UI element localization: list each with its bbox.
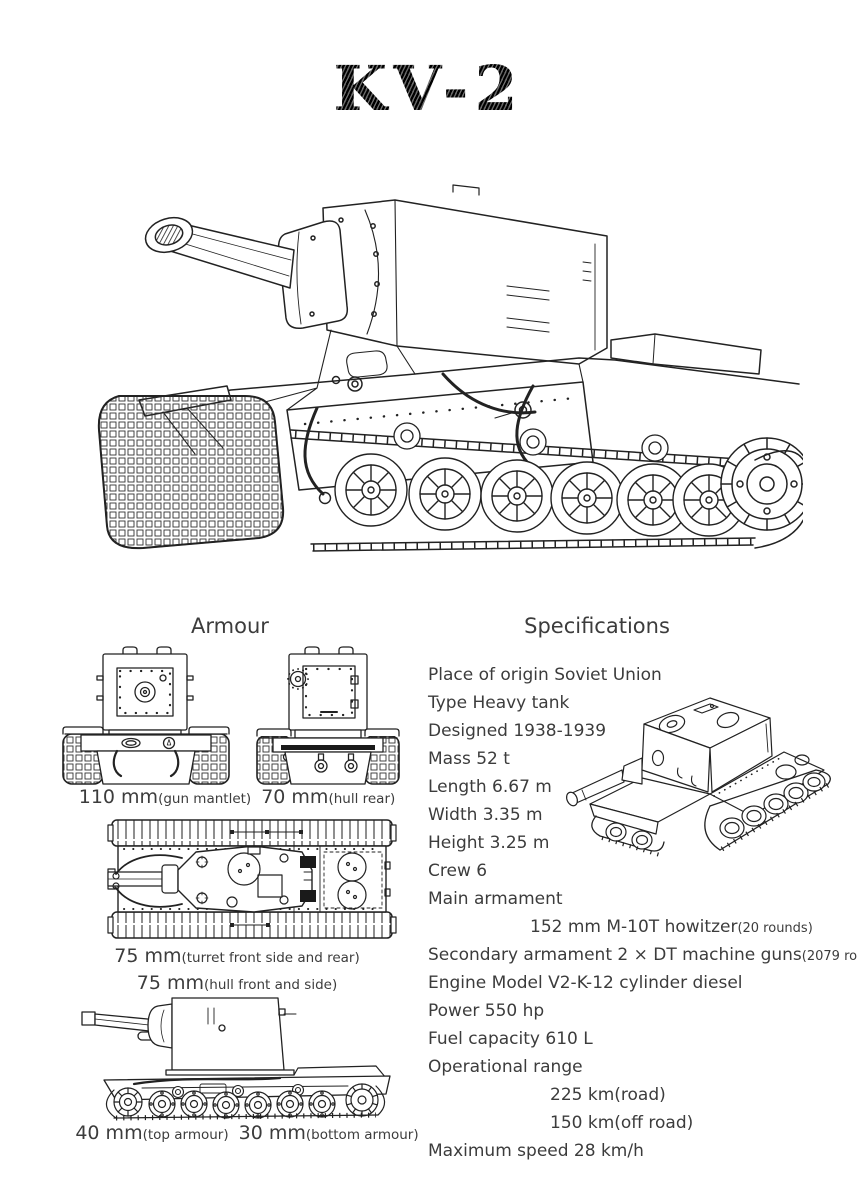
spec-text: Designed 1938-1939 — [428, 721, 607, 741]
spec-text: Fuel capacity 610 L — [428, 1029, 593, 1049]
isometric-view-drawing — [566, 697, 831, 857]
spec-text: Power 550 hp — [428, 1001, 545, 1021]
armour-caption-bottom-armour: 30 mm(bottom armour) — [238, 1122, 419, 1144]
spec-item-secondary-armament: Secondary armament 2 × DT machine guns(2… — [428, 942, 857, 970]
armour-caption-side-view: 40 mm(top armour) 30 mm(bottom armour) — [37, 1122, 457, 1144]
armour-caption-turret: 75 mm(turret front side and rear) — [57, 944, 417, 971]
spec-text: Height 3.25 m — [428, 833, 550, 853]
spec-text: 152 mm M-10T howitzer — [530, 917, 738, 937]
spec-text: 225 km(road) — [550, 1085, 666, 1105]
armour-caption-hull-rear: 70 mm(hull rear) — [261, 786, 396, 808]
spec-item-type: Type Heavy tank — [428, 690, 857, 718]
armour-caption-top-view: 75 mm(turret front side and rear) 75 mm(… — [57, 944, 417, 998]
spec-item-designed: Designed 1938-1939 — [428, 718, 857, 746]
spec-note: (2079 rounds) — [801, 949, 857, 964]
spec-item-howitzer: 152 mm M-10T howitzer(20 rounds) — [428, 914, 857, 942]
armour-caption-front-rear: 110 mm(gun mantlet) 70 mm(hull rear) — [57, 786, 417, 808]
spec-item-max-speed: Maximum speed 28 km/h — [428, 1138, 857, 1166]
spec-item-length: Length 6.67 m — [428, 774, 857, 802]
spec-item-width: Width 3.35 m — [428, 802, 857, 830]
spec-item-operational-range: Operational range — [428, 1054, 857, 1082]
spec-text: Crew 6 — [428, 861, 488, 881]
spec-text: Mass 52 t — [428, 749, 510, 769]
spec-note: (20 rounds) — [737, 921, 813, 936]
armour-note: (bottom armour) — [305, 1127, 419, 1143]
spec-text: Operational range — [428, 1057, 583, 1077]
armour-note: (top armour) — [142, 1127, 229, 1143]
armour-note: (hull front and side) — [204, 977, 338, 993]
spec-text: Type Heavy tank — [428, 693, 570, 713]
specifications-list: Place of origin Soviet Union Type Heavy … — [428, 662, 857, 1166]
armour-value: 30 mm — [238, 1122, 306, 1144]
page-title-text: KV-2 — [333, 52, 524, 125]
spec-item-height: Height 3.25 m — [428, 830, 857, 858]
spec-text: Main armament — [428, 889, 563, 909]
side-view-drawing — [81, 997, 391, 1121]
armour-value: 40 mm — [75, 1122, 143, 1144]
spec-item-power: Power 550 hp — [428, 998, 857, 1026]
spec-text: Width 3.35 m — [428, 805, 543, 825]
spec-item-range-offroad: 150 km(off road) — [428, 1110, 857, 1138]
armour-caption-gun-mantlet: 110 mm(gun mantlet) — [78, 786, 252, 808]
page-title: KV-2 — [0, 52, 857, 125]
spec-item-range-road: 225 km(road) — [428, 1082, 857, 1110]
armour-note: (hull rear) — [328, 791, 396, 807]
spec-text: Length 6.67 m — [428, 777, 552, 797]
armour-value: 75 mm — [136, 972, 205, 994]
spec-item-mass: Mass 52 t — [428, 746, 857, 774]
front-view-drawing — [62, 646, 230, 785]
spec-item-fuel: Fuel capacity 610 L — [428, 1026, 857, 1054]
armour-caption-hull: 75 mm(hull front and side) — [57, 971, 417, 998]
spec-item-main-armament: Main armament — [428, 886, 857, 914]
armour-section-heading: Armour — [191, 614, 269, 638]
main-tank-drawing — [97, 184, 803, 552]
armour-value: 75 mm — [114, 945, 182, 967]
armour-value: 110 mm — [78, 786, 159, 808]
spec-item-origin: Place of origin Soviet Union — [428, 662, 857, 690]
spec-text: 150 km(off road) — [550, 1113, 694, 1133]
armour-caption-top-armour: 40 mm(top armour) — [75, 1122, 229, 1144]
spec-text: Secondary armament 2 × DT machine guns — [428, 945, 802, 965]
spec-text: Place of origin Soviet Union — [428, 665, 662, 685]
top-view-drawing — [107, 819, 397, 939]
armour-note: (gun mantlet) — [158, 791, 252, 807]
spec-text: Engine Model V2-K-12 cylinder diesel — [428, 973, 743, 993]
armour-note: (turret front side and rear) — [181, 950, 360, 966]
rear-view-drawing — [256, 646, 400, 785]
spec-text: Maximum speed 28 km/h — [428, 1141, 644, 1161]
spec-item-engine: Engine Model V2-K-12 cylinder diesel — [428, 970, 857, 998]
spec-item-crew: Crew 6 — [428, 858, 857, 886]
armour-value: 70 mm — [261, 786, 329, 808]
specifications-section-heading: Specifications — [524, 614, 670, 638]
